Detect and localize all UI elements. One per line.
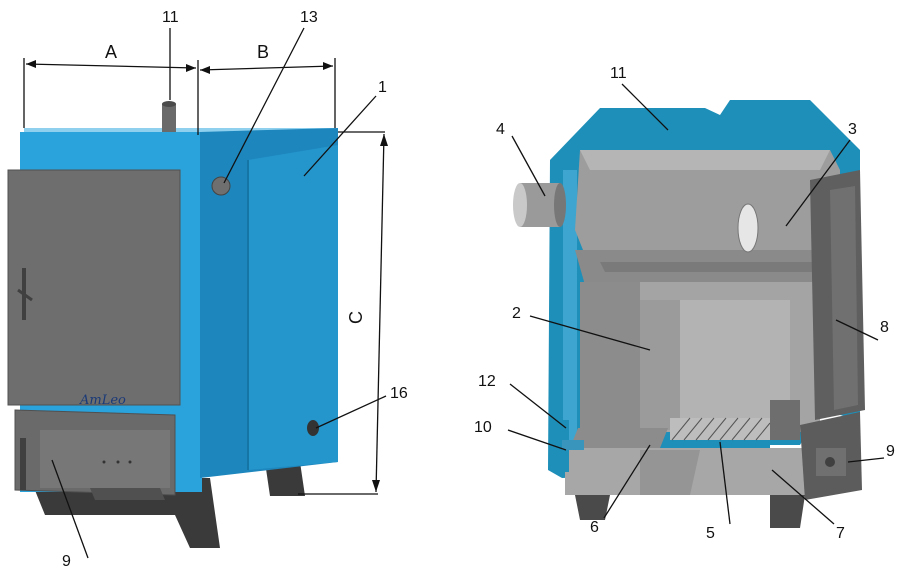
brand-logo: AmLeo: [79, 393, 126, 408]
boiler-base-left: [30, 478, 220, 548]
flue-pipe: [162, 104, 176, 132]
grate-5: [670, 418, 770, 440]
dimension-label-b: B: [257, 42, 269, 62]
side-plate-6: [570, 428, 668, 448]
part-label-4: 4: [496, 121, 505, 138]
part-label-5: 5: [706, 525, 715, 542]
left-view-labels: A B C 11 13 1 16 9: [51, 9, 408, 568]
part-label-1: 1: [378, 79, 387, 96]
sensor-fitting: [211, 176, 231, 196]
cutaway-leg-left: [575, 495, 610, 520]
part-label-9-right: 9: [886, 443, 895, 460]
part-label-2: 2: [512, 305, 521, 322]
part-label-8: 8: [880, 319, 889, 336]
flue-chamber: [575, 150, 840, 255]
boiler-side-panel: [248, 145, 338, 470]
boiler-cutaway-view: [513, 100, 865, 528]
right-view-labels: 11 4 3 2 8 12 10 9 6 5 7: [474, 65, 895, 542]
part-label-6: 6: [590, 519, 599, 536]
boiler-exterior-view: AmLeo: [7, 101, 338, 548]
part-label-7: 7: [836, 525, 845, 542]
part-label-10: 10: [474, 419, 492, 436]
dimension-label-a: A: [105, 42, 117, 62]
part-label-11-right: 11: [610, 65, 627, 82]
part-label-9-left: 9: [62, 553, 71, 568]
boiler-base-right: [265, 462, 305, 496]
part-label-13: 13: [300, 9, 318, 26]
drain-outlet: [307, 420, 319, 436]
upper-door: [7, 169, 181, 406]
dimension-label-c: C: [346, 311, 366, 324]
part-label-16: 16: [390, 385, 408, 402]
lower-door-handle: [20, 438, 26, 490]
cutaway-leg-right: [770, 495, 805, 528]
dimension-lines: [23, 58, 388, 495]
part-label-3: 3: [848, 121, 857, 138]
part-label-12: 12: [478, 373, 496, 390]
part-label-11-left: 11: [162, 9, 179, 26]
